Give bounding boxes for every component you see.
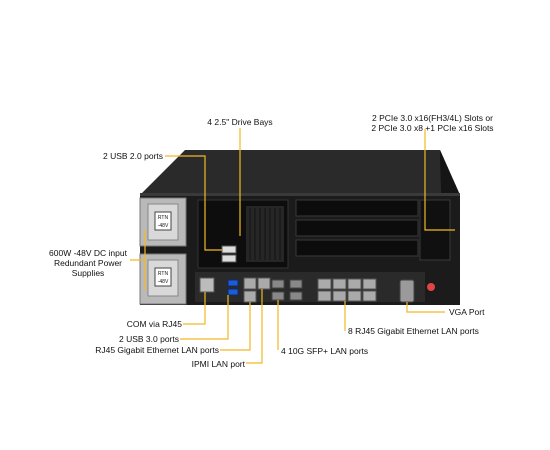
io-shield xyxy=(195,272,425,302)
power-supply-2 xyxy=(139,253,187,305)
leader-vga xyxy=(406,302,445,313)
chassis-edge xyxy=(140,193,460,196)
callout-pcie-line1: 2 PCIe 3.0 x16(FH3/4L) Slots or xyxy=(372,113,493,123)
callout-usb3: 2 USB 3.0 ports xyxy=(118,334,179,344)
usb3-ports xyxy=(227,279,239,296)
com-rj45-port xyxy=(199,277,215,293)
callout-psu-line1: 600W -48V DC input xyxy=(49,248,127,258)
psu2-voltage-label: -48V xyxy=(158,279,169,285)
callout-vga: VGA Port xyxy=(449,307,485,317)
leader-usb3 xyxy=(180,295,229,340)
power-supply-1 xyxy=(139,197,187,247)
callout-pcie-line2: 2 PCIe 3.0 x8 +1 PCIe x16 Slots xyxy=(371,123,494,133)
callout-rj45-gbe: RJ45 Gigabit Ethernet LAN ports xyxy=(95,345,219,355)
psu1-voltage-label: -48V xyxy=(158,223,169,229)
callout-psu-line2: Redundant Power xyxy=(53,258,123,268)
leader-lines xyxy=(130,128,455,364)
callout-psu: 600W -48V DC input Redundant Power Suppl… xyxy=(44,248,132,278)
leader-com xyxy=(183,292,206,325)
vga-port xyxy=(399,279,415,303)
callout-rj45-8: 8 RJ45 Gigabit Ethernet LAN ports xyxy=(348,326,479,336)
callout-psu-line3: Supplies xyxy=(71,268,105,278)
callout-ipmi: IPMI LAN port xyxy=(191,359,245,369)
callout-com: COM via RJ45 xyxy=(126,319,182,329)
callout-pcie: 2 PCIe 3.0 x16(FH3/4L) Slots or 2 PCIe 3… xyxy=(360,113,505,133)
psu1-rtn-label: RTN xyxy=(158,215,169,221)
rj45-8-ports xyxy=(317,278,377,302)
callout-drive-bays: 4 2.5" Drive Bays xyxy=(207,117,273,127)
vent-slots xyxy=(249,208,281,260)
chassis-top xyxy=(140,150,460,195)
ipmi-port xyxy=(257,277,271,290)
leader-usb2 xyxy=(165,155,222,251)
leader-rj45-gbe xyxy=(220,302,251,351)
callout-usb2: 2 USB 2.0 ports xyxy=(102,151,163,161)
leader-pcie xyxy=(424,129,455,231)
leader-ipmi xyxy=(246,289,263,364)
status-indicator xyxy=(427,283,435,291)
psu2-rtn-label: RTN xyxy=(158,271,169,277)
callout-sfp: 4 10G SFP+ LAN ports xyxy=(281,346,369,356)
